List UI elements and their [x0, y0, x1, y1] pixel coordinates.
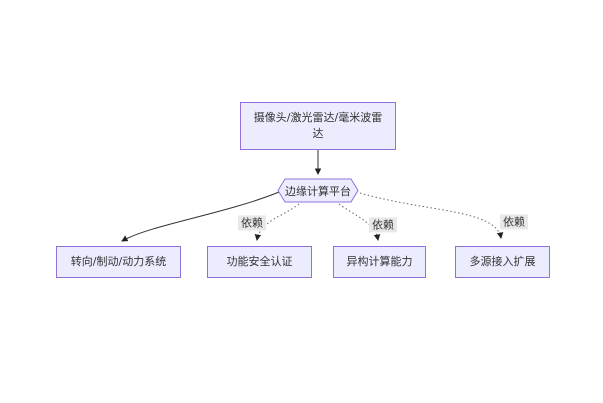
node-compute-label: 异构计算能力	[346, 255, 413, 269]
node-actuation-label: 转向/制动/动力系统	[70, 255, 167, 269]
edge-label-dependency-multisource: 依赖	[500, 214, 528, 230]
edge-label-dependency-compute: 依赖	[369, 217, 397, 233]
node-platform-label: 边缘计算平台	[285, 184, 351, 198]
node-multisource: 多源接入扩展	[455, 246, 550, 278]
node-safety-label: 功能安全认证	[226, 255, 293, 269]
node-compute: 异构计算能力	[333, 246, 426, 278]
node-sensors-label: 摄像头/激光雷达/毫米波雷达	[253, 111, 383, 140]
node-safety: 功能安全认证	[207, 246, 312, 278]
node-actuation: 转向/制动/动力系统	[56, 246, 181, 278]
node-sensors: 摄像头/激光雷达/毫米波雷达	[240, 102, 396, 150]
node-multisource-label: 多源接入扩展	[469, 255, 536, 269]
edge-label-dependency-safety: 依赖	[238, 215, 266, 231]
node-platform: 边缘计算平台	[278, 179, 358, 202]
